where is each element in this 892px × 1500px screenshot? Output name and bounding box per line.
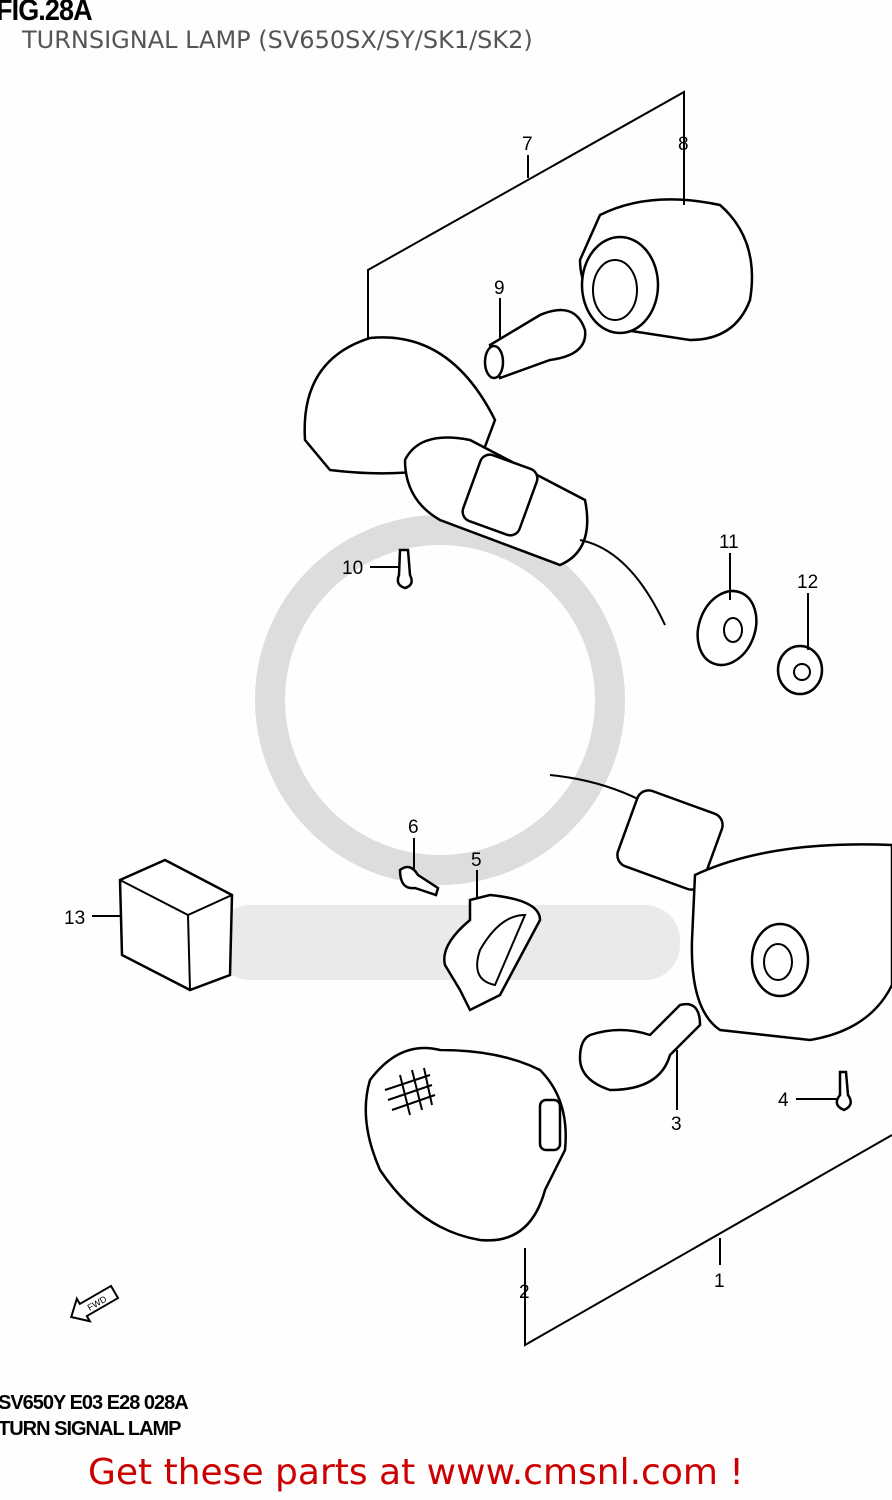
figure-number: FIG.28A	[0, 0, 93, 27]
callout-2: 2	[519, 1282, 530, 1303]
forward-direction-arrow-icon: FWD	[69, 1284, 120, 1323]
callout-1: 1	[714, 1271, 725, 1292]
assembly-bracket-lower	[524, 1134, 892, 1347]
callout-12: 12	[797, 572, 818, 593]
callout-5: 5	[471, 850, 482, 871]
bulb-part-9	[483, 308, 587, 380]
nut-part-12	[776, 644, 824, 696]
bracket-part-5	[443, 893, 542, 1012]
callout-13: 13	[64, 908, 85, 929]
callout-10: 10	[342, 558, 363, 579]
lens-part-8	[578, 198, 754, 342]
screw-part-10	[396, 548, 413, 590]
callout-3: 3	[671, 1114, 682, 1135]
callout-9: 9	[494, 278, 505, 299]
leader-lines	[92, 155, 838, 1110]
screw-part-6	[398, 865, 440, 897]
callout-11: 11	[719, 532, 739, 553]
callout-7: 7	[522, 134, 533, 155]
promo-link[interactable]: Get these parts at www.cmsnl.com !	[88, 1452, 744, 1493]
bulb-part-3	[578, 1002, 702, 1092]
figure-title: TURNSIGNAL LAMP (SV650SX/SY/SK1/SK2)	[22, 26, 533, 54]
lens-part-2	[364, 1046, 567, 1242]
diagram-name: TURN SIGNAL LAMP	[0, 1418, 182, 1440]
turn-signal-lamp-rear	[303, 336, 666, 626]
turn-signal-lamp-front	[549, 774, 892, 1042]
callout-6: 6	[408, 817, 419, 838]
washer-part-11	[696, 589, 758, 667]
cms-watermark-logo	[215, 515, 680, 980]
screw-part-4	[835, 1070, 852, 1112]
diagram-code: SV650Y E03 E28 028A	[0, 1392, 189, 1414]
callout-8: 8	[678, 134, 689, 155]
callout-4: 4	[778, 1090, 789, 1111]
relay-part-13	[118, 858, 234, 992]
assembly-bracket-upper	[367, 90, 685, 340]
